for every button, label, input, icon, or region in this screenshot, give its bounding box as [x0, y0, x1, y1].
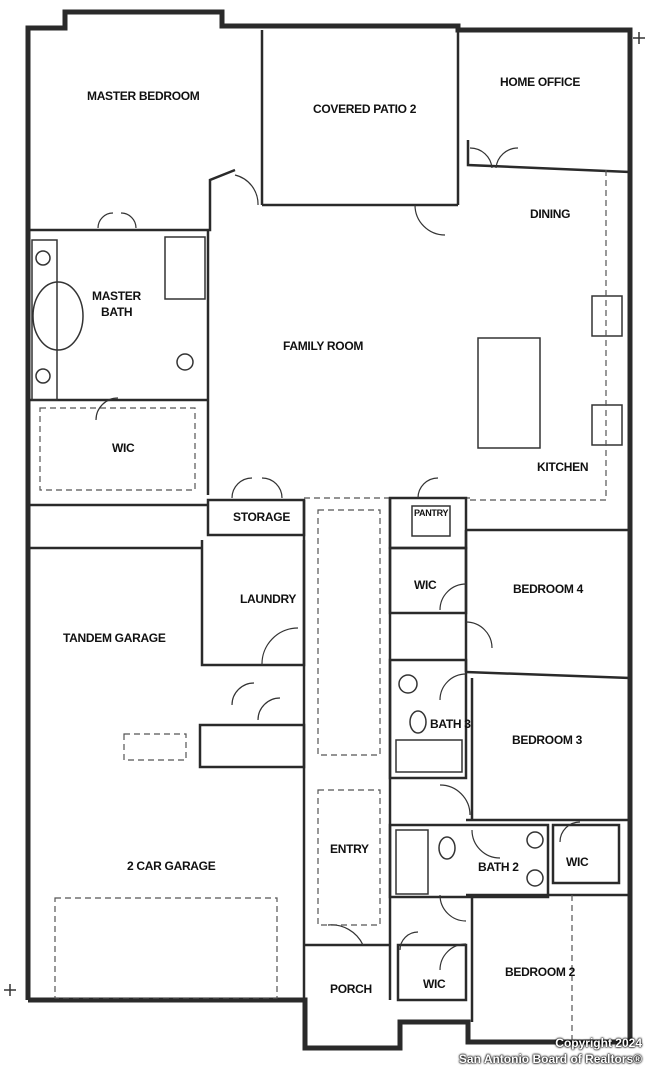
- corner-marks: [4, 32, 645, 996]
- label-bedroom4: BEDROOM 4: [513, 582, 584, 596]
- label-wic-master: WIC: [112, 441, 135, 455]
- interior-walls: [28, 30, 631, 1042]
- doors: [95, 147, 581, 971]
- label-master-bedroom: MASTER BEDROOM: [87, 89, 200, 103]
- label-pantry: PANTRY: [414, 508, 448, 518]
- copyright-watermark: Copyright 2024: [555, 1036, 642, 1050]
- exterior-walls: [25, 9, 633, 1051]
- label-master-bath-2: BATH: [101, 305, 132, 319]
- label-porch: PORCH: [330, 982, 372, 996]
- label-bedroom3: BEDROOM 3: [512, 733, 583, 747]
- label-kitchen: KITCHEN: [537, 460, 588, 474]
- label-laundry: LAUNDRY: [240, 592, 296, 606]
- label-entry: ENTRY: [330, 842, 369, 856]
- label-wic-bedroom4: WIC: [414, 578, 437, 592]
- label-covered-patio: COVERED PATIO 2: [313, 102, 417, 116]
- label-family-room: FAMILY ROOM: [283, 339, 363, 353]
- label-bath2: BATH 2: [478, 860, 519, 874]
- label-wic-bedroom3: WIC: [566, 855, 589, 869]
- label-dining: DINING: [530, 207, 570, 221]
- board-watermark: San Antonio Board of Realtors®: [458, 1052, 642, 1066]
- label-home-office: HOME OFFICE: [500, 75, 580, 89]
- label-bath3: BATH 3: [430, 717, 471, 731]
- room-labels: MASTER BEDROOM COVERED PATIO 2 HOME OFFI…: [63, 75, 589, 996]
- label-bedroom2: BEDROOM 2: [505, 965, 576, 979]
- label-wic-bedroom2: WIC: [423, 977, 446, 991]
- label-master-bath-1: MASTER: [92, 289, 142, 303]
- label-storage: STORAGE: [233, 510, 290, 524]
- label-2-car-garage: 2 CAR GARAGE: [127, 859, 216, 873]
- label-tandem-garage: TANDEM GARAGE: [63, 631, 166, 645]
